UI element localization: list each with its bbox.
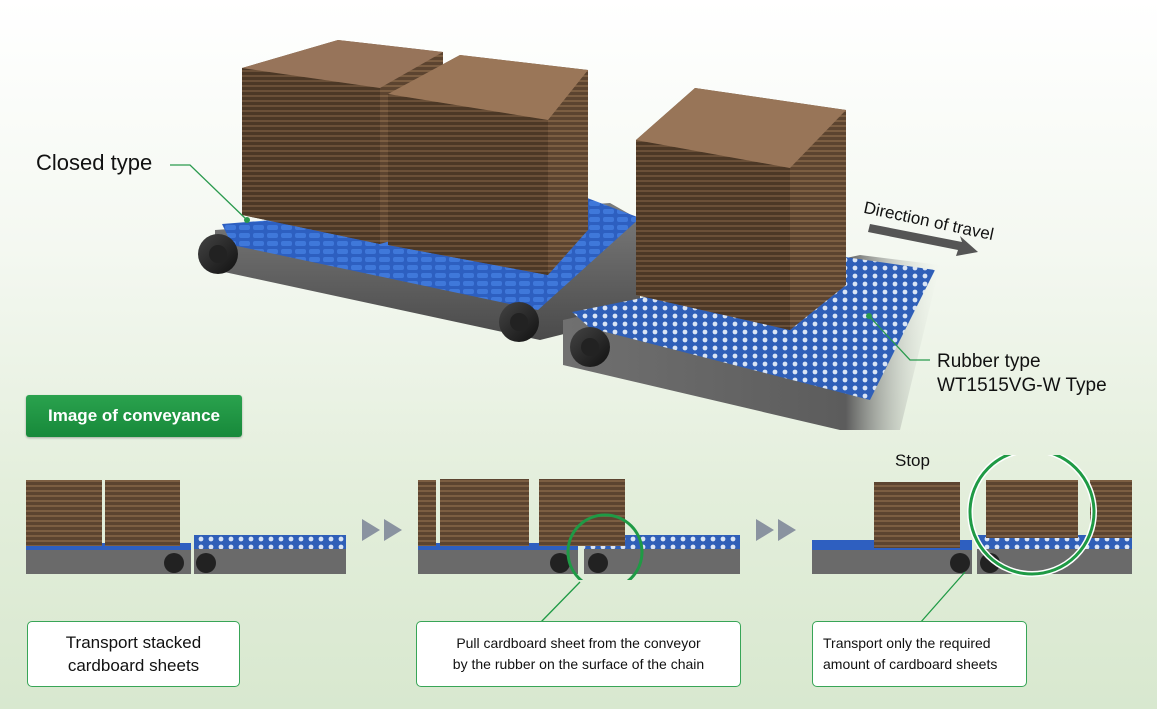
- step-1-line-2: cardboard sheets: [67, 656, 200, 675]
- rubber-type-leader: [868, 315, 930, 361]
- cardboard-stack: [1090, 480, 1132, 538]
- cardboard-stack: [874, 482, 960, 548]
- cardboard-stack: [539, 479, 625, 546]
- roller-icon: [550, 553, 570, 573]
- step-2-description: Pull cardboard sheet from the conveyor b…: [416, 621, 741, 687]
- step-1-illustration: [26, 480, 346, 574]
- step-3-illustration: [812, 455, 1132, 577]
- cardboard-stack: [986, 480, 1078, 538]
- cardboard-stack: [388, 55, 588, 275]
- step-1-description: Transport stacked cardboard sheets: [27, 621, 240, 687]
- closed-type-leader: [170, 164, 248, 221]
- step-2-illustration: [418, 479, 740, 580]
- cardboard-stack: [105, 480, 180, 546]
- roller-icon: [980, 553, 1000, 573]
- roller-icon: [950, 553, 970, 573]
- cardboard-stack: [26, 480, 102, 546]
- step-1-line-1: Transport stacked: [65, 633, 202, 652]
- direction-arrow-icon: [868, 224, 978, 256]
- image-of-conveyance-badge: Image of conveyance: [26, 395, 242, 437]
- step-2-line-1: Pull cardboard sheet from the conveyor: [456, 635, 701, 651]
- stop-label: Stop: [895, 451, 930, 470]
- roller-icon: [164, 553, 184, 573]
- cardboard-stack: [418, 480, 436, 546]
- next-step-arrow-icon: [756, 517, 804, 548]
- conveyor-illustration: [170, 40, 978, 430]
- cardboard-stack: [440, 479, 529, 546]
- roller-icon: [588, 553, 608, 573]
- step-2-line-2: by the rubber on the surface of the chai…: [452, 656, 705, 672]
- rubber-type-model: WT1515VG-W Type: [937, 375, 1107, 396]
- roller-icon: [196, 553, 216, 573]
- zoom-circle: [968, 455, 1096, 576]
- rubber-type-name: Rubber type: [937, 351, 1041, 372]
- rubber-type-label: Rubber type WT1515VG-W Type: [937, 350, 1107, 398]
- closed-type-label: Closed type: [36, 150, 153, 175]
- step-3-description: Transport only the required amount of ca…: [812, 621, 1027, 687]
- next-step-arrow-icon: [362, 517, 410, 548]
- step-3-line-2: amount of cardboard sheets: [823, 656, 998, 672]
- zoom-circle: [566, 513, 644, 580]
- rubber-type-conveyor: [563, 255, 940, 430]
- cardboard-stack: [636, 88, 846, 330]
- step-3-line-1: Transport only the required: [823, 635, 991, 651]
